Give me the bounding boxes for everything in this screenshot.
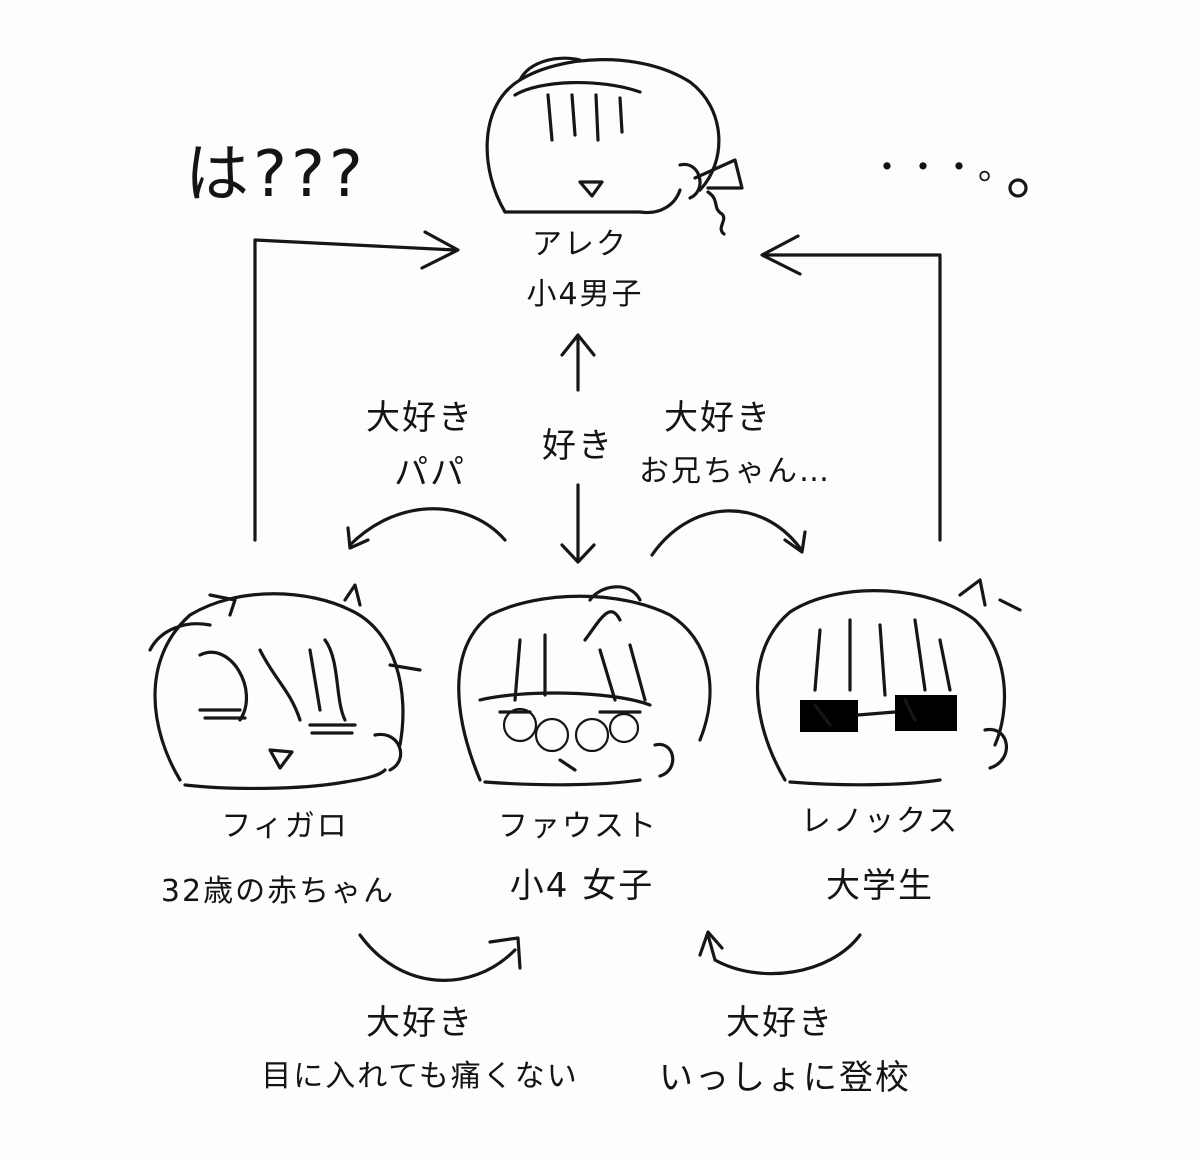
- figaro-head: [150, 585, 420, 788]
- lennox-reaction: ・・・。: [870, 150, 1014, 187]
- faust-to-lennox-curve: [652, 511, 800, 555]
- figaro-name: フィガロ: [221, 810, 348, 843]
- lennox-to-faust-label-2: いっしょに登校: [659, 1060, 911, 1097]
- alec-role: 小4男子: [526, 278, 643, 311]
- figaro-to-faust-label-1: 大好き: [366, 1005, 474, 1042]
- faust-to-figaro-label-1: 大好き: [366, 400, 474, 437]
- faust-head: [459, 587, 710, 785]
- faust-to-figaro-curve: [350, 509, 505, 545]
- lennox-to-faust-curve: [708, 935, 860, 974]
- alec-name: アレク: [532, 228, 628, 261]
- faust-to-lennox-label-2: お兄ちゃん…: [639, 455, 831, 488]
- figaro-to-alec-arrow: [255, 240, 455, 540]
- lennox-name: レノックス: [801, 805, 960, 838]
- figaro-to-faust-label-2: 目に入れても痛くない: [261, 1060, 579, 1093]
- lennox-head: [758, 580, 1021, 785]
- faust-to-figaro-label-2: パパ: [394, 455, 466, 492]
- figaro-reaction: は???: [185, 140, 367, 210]
- faust-to-alec-label: 好き: [542, 428, 614, 465]
- faust-name: ファウスト: [498, 810, 658, 843]
- figaro-role: 32歳の赤ちゃん: [161, 875, 395, 908]
- lennox-to-alec-arrow: [765, 255, 940, 540]
- lennox-role: 大学生: [826, 868, 934, 905]
- alec-head: [487, 58, 742, 234]
- lennox-to-faust-label-1: 大好き: [726, 1005, 834, 1042]
- faust-to-lennox-label-1: 大好き: [664, 400, 772, 437]
- faust-role: 小4 女子: [510, 868, 654, 905]
